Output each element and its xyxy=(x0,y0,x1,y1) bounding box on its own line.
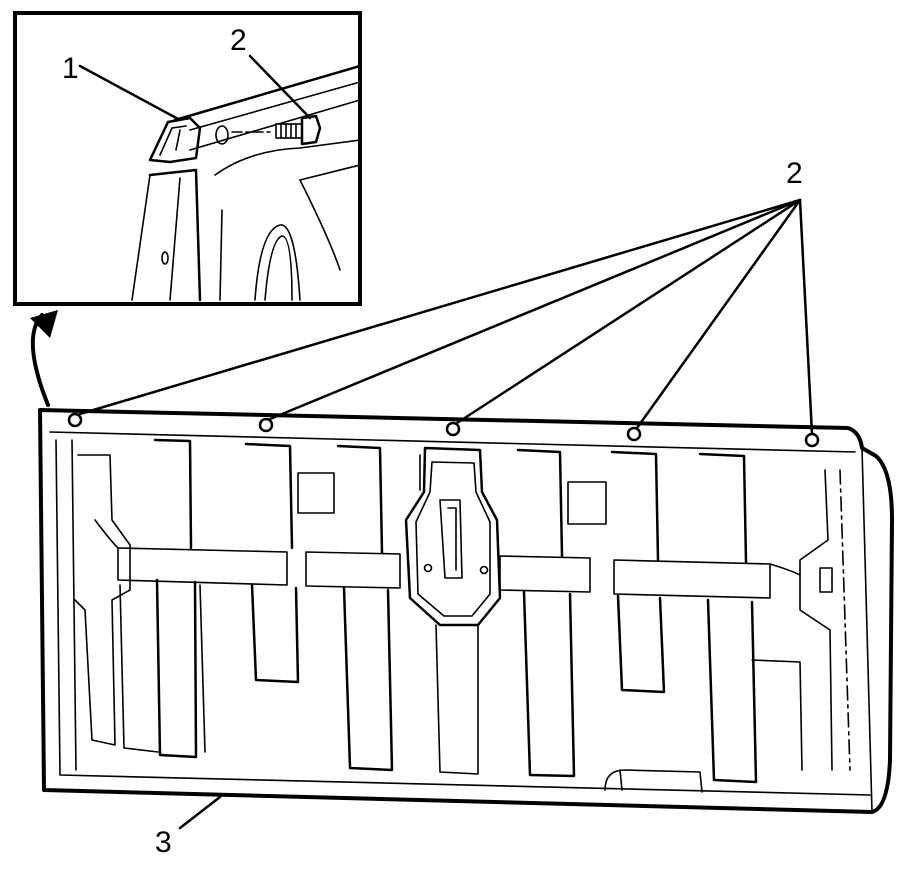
leader-panel xyxy=(178,795,222,830)
leader-bolt-3 xyxy=(455,198,802,425)
bolt-marker xyxy=(445,421,461,437)
bolt-marker xyxy=(626,426,642,442)
bolt-marker xyxy=(804,432,820,448)
detail-arrow-head xyxy=(30,310,58,338)
callout-bolts: 2 xyxy=(786,157,803,190)
panel-ribs xyxy=(119,438,803,784)
callout-tailgate-panel: 3 xyxy=(155,826,172,859)
inset-bolt xyxy=(275,114,322,146)
bolt-marker xyxy=(67,412,83,428)
leader-bolt-1 xyxy=(78,198,802,416)
leader-inset-bolt xyxy=(248,54,312,120)
retainer-clip xyxy=(148,116,202,164)
leader-bolt-2 xyxy=(268,198,802,421)
leader-bolt-5 xyxy=(798,198,814,436)
inset-artwork xyxy=(131,65,358,302)
center-latch xyxy=(404,446,502,775)
inset-detail xyxy=(13,11,362,306)
leader-bolt-4 xyxy=(635,198,802,430)
leader-inset-retainer xyxy=(78,64,182,122)
callout-inset-bolt: 2 xyxy=(230,24,247,57)
callout-retainer: 1 xyxy=(62,52,79,85)
tailgate-panel xyxy=(38,408,894,814)
panel-outline xyxy=(38,408,894,814)
bolt-marker xyxy=(258,417,274,433)
bolt-hole xyxy=(215,125,229,145)
leader-lines xyxy=(78,54,814,830)
inset-rail-top xyxy=(173,65,358,122)
bolt-markers xyxy=(67,412,820,448)
